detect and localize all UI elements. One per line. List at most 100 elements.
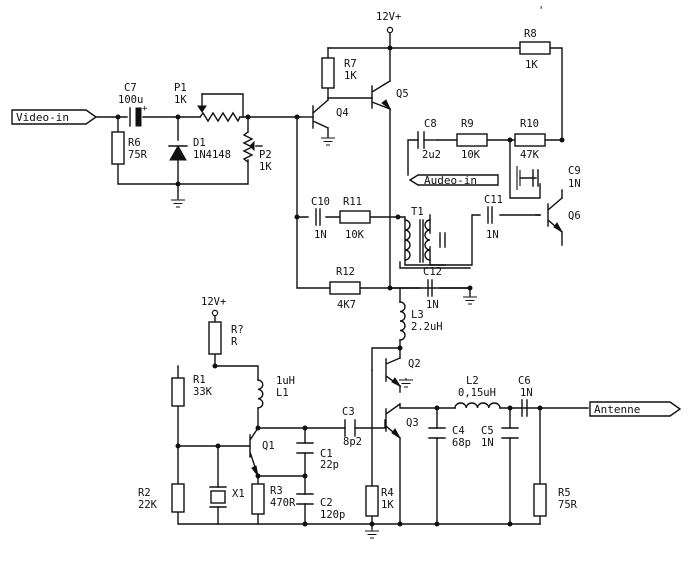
r10-value: 47K (520, 149, 540, 161)
labels: 12V+ 12V+ ' C7 100u P1 1K R6 75R D1 1N41… (118, 5, 581, 521)
transistor-q3 (385, 403, 401, 439)
c8-ref: C8 (424, 118, 437, 130)
r8-value: 1K (525, 59, 538, 71)
resistor-r8 (519, 41, 551, 55)
resistor-r7 (321, 57, 335, 89)
resistor-r2 (171, 483, 185, 513)
potentiometer-p2 (242, 131, 263, 163)
r9-value: 10K (461, 149, 481, 161)
r7-ref: R7 (344, 58, 357, 70)
supply-label-bottom: 12V+ (201, 296, 226, 308)
potentiometer-p1 (197, 93, 244, 123)
r7-value: 1K (344, 70, 357, 82)
transistor-q2 (385, 357, 402, 388)
l3-value: 2.2uH (411, 321, 443, 333)
r4-ref: R4 (381, 487, 394, 499)
t1-ref: T1 (411, 206, 424, 218)
r12-ref: R12 (336, 266, 355, 278)
p1-value: 1K (174, 94, 187, 106)
resistor-r3 (251, 483, 265, 515)
junction-dots (115, 45, 565, 527)
p2-value: 1K (259, 161, 272, 173)
ground-symbol (463, 295, 477, 305)
r8-ref: R8 (524, 28, 537, 40)
ground-symbol (516, 166, 521, 190)
l1-ref: L1 (276, 387, 289, 399)
video-in-port: Video-in (11, 109, 98, 125)
capacitor-c10 (315, 208, 321, 226)
r10-ref: R10 (520, 118, 539, 130)
c11-value: 1N (486, 229, 499, 241)
q4-ref: Q4 (336, 107, 349, 119)
p1-ref: P1 (174, 82, 187, 94)
audio-in-port: Audeo-in (408, 174, 499, 187)
capacitor-c6 (521, 399, 528, 417)
c11-ref: C11 (484, 194, 503, 206)
c3-ref: C3 (342, 406, 355, 418)
r2-value: 22K (138, 499, 158, 511)
capacitor-c5 (501, 427, 519, 439)
r6-value: 75R (128, 149, 148, 161)
transistor-q1 (249, 427, 259, 477)
c6-value: 1N (520, 387, 533, 399)
resistor-r11 (339, 210, 371, 224)
c1-value: 22p (320, 459, 339, 471)
c7-value: 100u (118, 94, 143, 106)
resistor-r6 (111, 131, 125, 165)
capacitor-c12 (427, 279, 433, 297)
resistor-r10 (514, 133, 546, 147)
r3-ref: R3 (270, 485, 283, 497)
r5-ref: R5 (558, 487, 571, 499)
ground-symbol (365, 528, 379, 539)
r5-value: 75R (558, 499, 578, 511)
inductor-l1 (257, 379, 264, 409)
r1-ref: R1 (193, 374, 206, 386)
r11-ref: R11 (343, 196, 362, 208)
c10-value: 1N (314, 229, 327, 241)
transistor-q5 (371, 80, 392, 111)
c2-ref: C2 (320, 497, 333, 509)
resistor-r5 (533, 483, 547, 517)
capacitor-c4 (428, 427, 446, 439)
c8-value: 2u2 (422, 149, 441, 161)
d1-ref: D1 (193, 137, 206, 149)
c10-ref: C10 (311, 196, 330, 208)
c12-ref: C12 (423, 266, 442, 278)
q3-ref: Q3 (406, 417, 419, 429)
x1-ref: X1 (232, 488, 245, 500)
stray-mark: ' (538, 5, 544, 17)
q1-ref: Q1 (262, 440, 275, 452)
capacitor-c1 (296, 442, 314, 454)
inductor-l2 (454, 402, 501, 409)
c9-ref: C9 (568, 165, 581, 177)
c3-value: 8p2 (343, 436, 362, 448)
audio-in-label: Audeo-in (424, 174, 477, 187)
transistor-q6 (547, 197, 563, 233)
r2-ref: R2 (138, 487, 151, 499)
q6-ref: Q6 (568, 210, 581, 222)
q5-ref: Q5 (396, 88, 409, 100)
p2-ref: P2 (259, 149, 272, 161)
video-in-label: Video-in (16, 111, 69, 124)
l2-value: 0,15uH (458, 387, 496, 399)
d1-value: 1N4148 (193, 149, 231, 161)
c7-ref: C7 (124, 82, 137, 94)
r6-ref: R6 (128, 137, 141, 149)
crystal-x1 (209, 486, 227, 508)
r4-value: 1K (381, 499, 394, 511)
l3-ref: L3 (411, 309, 424, 321)
r3-value: 470R (270, 497, 296, 509)
antenna-label: Antenne (594, 403, 640, 416)
capacitor-c7: + (129, 104, 148, 127)
inductor-l3 (399, 301, 406, 341)
l2-ref: L2 (466, 375, 479, 387)
r1-value: 33K (193, 386, 213, 398)
capacitor-c3 (344, 419, 356, 437)
r11-value: 10K (345, 229, 365, 241)
r9-ref: R9 (461, 118, 474, 130)
capacitor-c9 (532, 169, 539, 187)
ground-symbol (321, 136, 335, 146)
transistor-q4 (312, 97, 329, 129)
c1-ref: C1 (320, 448, 333, 460)
